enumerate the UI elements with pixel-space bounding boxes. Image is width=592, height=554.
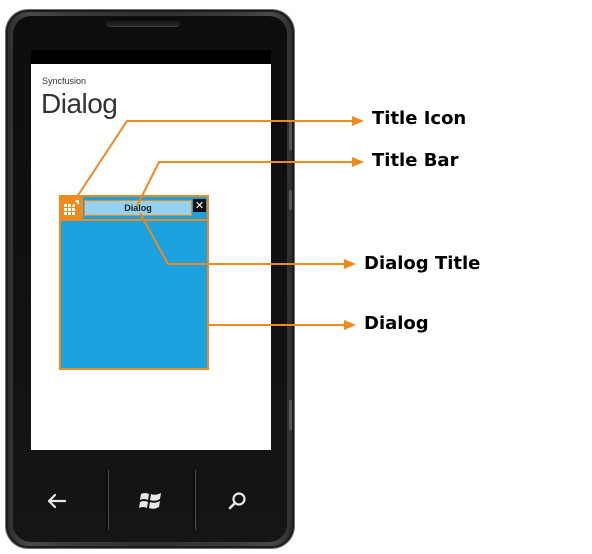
- hardware-divider: [193, 470, 195, 530]
- volume-button: [289, 120, 292, 150]
- windows-logo-icon: [139, 493, 161, 509]
- title-bar[interactable]: Dialog ✕: [61, 197, 207, 221]
- start-button[interactable]: [107, 470, 195, 532]
- dialog[interactable]: Dialog ✕: [59, 195, 209, 370]
- back-arrow-icon: [47, 493, 67, 509]
- hardware-divider: [106, 470, 108, 530]
- title-icon: [61, 197, 83, 219]
- speaker-grille: [106, 18, 180, 26]
- search-icon: [228, 492, 246, 510]
- dialog-title: Dialog: [84, 200, 192, 216]
- app-name: Syncfusion: [42, 76, 87, 86]
- callout-label-dialog-title: Dialog Title: [364, 253, 481, 274]
- callout-arrow-title-bar: [352, 157, 364, 167]
- hardware-button-bar: [13, 470, 287, 534]
- callout-arrow-dialog: [344, 320, 356, 330]
- close-icon: ✕: [194, 199, 205, 212]
- grid-icon: [64, 200, 79, 215]
- back-button[interactable]: [13, 470, 101, 532]
- callout-label-dialog: Dialog: [364, 313, 429, 334]
- callout-arrow-dialog-title: [344, 259, 356, 269]
- power-button: [289, 190, 292, 210]
- callout-label-title-icon: Title Icon: [372, 108, 467, 129]
- camera-button: [289, 400, 292, 430]
- callout-arrow-title-icon: [352, 116, 364, 126]
- close-button[interactable]: ✕: [193, 199, 206, 212]
- page-title: Dialog: [41, 88, 118, 119]
- search-button[interactable]: [194, 470, 282, 532]
- callout-label-title-bar: Title Bar: [372, 150, 459, 171]
